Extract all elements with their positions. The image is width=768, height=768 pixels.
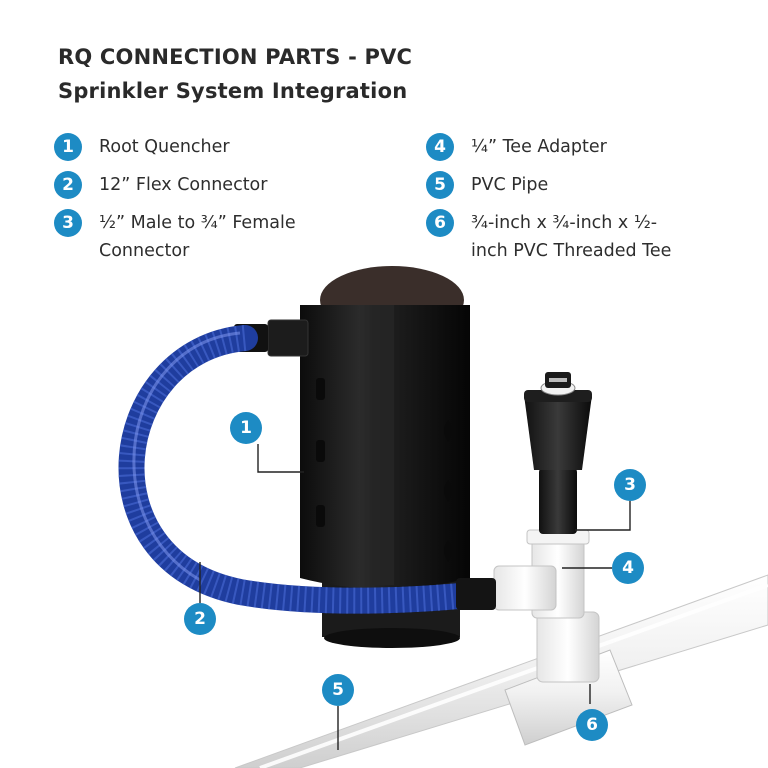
- callout-1: 1: [230, 412, 262, 444]
- callout-5: 5: [322, 674, 354, 706]
- page-subtitle: Sprinkler System Integration: [58, 79, 408, 103]
- pvc-threaded-tee: [504, 611, 633, 746]
- flex-connector-hose: [118, 325, 496, 614]
- legend-number-badge: 3: [54, 209, 82, 237]
- legend-label-line2: inch PVC Threaded Tee: [471, 241, 672, 261]
- legend-label: ¾-inch x ¾-inch x ½- inch PVC Threaded T…: [471, 209, 671, 265]
- callout-2: 2: [184, 603, 216, 635]
- legend-item-6: 6 ¾-inch x ¾-inch x ½- inch PVC Threaded…: [426, 209, 671, 265]
- legend-number-badge: 4: [426, 133, 454, 161]
- legend-number-badge: 2: [54, 171, 82, 199]
- legend-label-line2: Connector: [99, 241, 190, 261]
- legend-label: PVC Pipe: [471, 175, 549, 195]
- legend-number-badge: 1: [54, 133, 82, 161]
- callout-4: 4: [612, 552, 644, 584]
- legend-label: Root Quencher: [99, 137, 230, 157]
- legend-item-2: 2 12” Flex Connector: [54, 171, 267, 199]
- legend-number-badge: 6: [426, 209, 454, 237]
- legend-label-line1: ½” Male to ¾” Female: [99, 213, 296, 233]
- legend-label: ¼” Tee Adapter: [471, 137, 607, 157]
- callout-6: 6: [576, 709, 608, 741]
- legend-label-line1: ¾-inch x ¾-inch x ½-: [471, 213, 658, 233]
- legend-label: ½” Male to ¾” Female Connector: [99, 209, 296, 265]
- tee-adapter: [493, 529, 590, 619]
- legend-item-5: 5 PVC Pipe: [426, 171, 548, 199]
- callout-3: 3: [614, 469, 646, 501]
- legend-item-3: 3 ½” Male to ¾” Female Connector: [54, 209, 296, 265]
- legend-item-4: 4 ¼” Tee Adapter: [426, 133, 607, 161]
- sprinkler-head: [524, 372, 592, 534]
- legend-number-badge: 5: [426, 171, 454, 199]
- page-title: RQ CONNECTION PARTS - PVC: [58, 45, 413, 69]
- legend-item-1: 1 Root Quencher: [54, 133, 230, 161]
- legend-label: 12” Flex Connector: [99, 175, 268, 195]
